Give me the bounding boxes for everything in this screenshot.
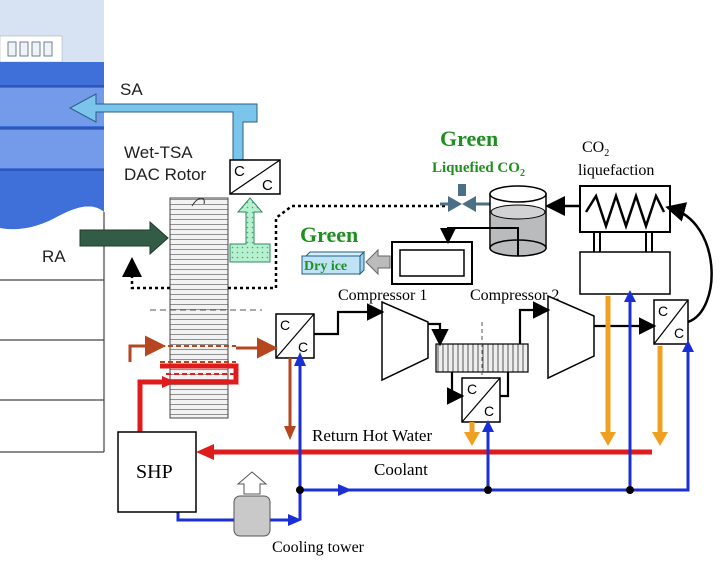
return-hot-water-label: Return Hot Water — [312, 426, 432, 445]
rotor-label-line1: Wet-TSA — [124, 143, 193, 162]
compressor1-label: Compressor 1 — [338, 287, 427, 304]
heat-exchanger-top: C C — [229, 159, 281, 195]
heat-exchanger-mid: C C — [461, 377, 501, 423]
warm-arrow-right — [652, 432, 668, 446]
cloud-edge — [0, 206, 104, 240]
ra-label: RA — [42, 247, 66, 266]
brown-regeneration-flows — [128, 335, 292, 430]
co2-liquefaction-label: CO2 — [582, 139, 609, 159]
gas-flow-lines — [314, 301, 657, 405]
svg-text:C: C — [484, 403, 494, 419]
rooftop-units — [7, 41, 53, 57]
svg-text:C: C — [262, 177, 273, 194]
dry-ice-arrow — [365, 248, 391, 276]
svg-text:C: C — [467, 381, 477, 397]
svg-text:C: C — [234, 163, 245, 180]
sa-label: SA — [120, 80, 143, 99]
hx-to-coil-loop — [665, 202, 713, 324]
warm-arrow-mid — [464, 432, 480, 446]
co2-dotted-line-left — [122, 257, 170, 290]
co2-dotted-line — [228, 204, 448, 290]
hot-water-pipes — [137, 363, 652, 455]
green-air-flow — [229, 197, 271, 263]
coolant-arrow-up-right — [682, 340, 694, 352]
liquefaction-coil — [579, 185, 671, 233]
coolant-junctions — [296, 486, 634, 494]
svg-text:C: C — [658, 303, 668, 319]
rotor-rotation-mark — [191, 197, 205, 207]
return-air-arrow — [79, 220, 169, 256]
heat-exchanger-right: C C — [653, 299, 689, 345]
coolant-label: Coolant — [374, 460, 428, 479]
svg-text:C: C — [674, 325, 684, 341]
green-label-mid: Green — [300, 222, 358, 247]
building-windows — [0, 88, 104, 168]
coolant-arrow-up-mid — [482, 420, 494, 432]
building-lower — [0, 238, 104, 450]
brown-dashed-flows — [160, 345, 236, 363]
coolant-arrow-to-tower — [288, 514, 302, 526]
hot-water-arrow-shp — [196, 444, 214, 460]
building — [0, 0, 105, 453]
green-label-top: Green — [440, 126, 498, 151]
liquefaction-pipes — [593, 232, 653, 252]
cooling-tower — [233, 471, 271, 537]
tank-to-press-line — [440, 227, 519, 256]
coolant-arrow-right — [338, 484, 352, 496]
dac-rotor — [169, 197, 229, 419]
coolant-arrow-up-left — [294, 352, 306, 366]
heat-exchanger-left: C C — [275, 313, 315, 359]
coolant-arrow-up-refrig — [624, 290, 636, 302]
svg-text:C: C — [298, 339, 308, 355]
dry-ice-press — [391, 241, 473, 285]
warm-arrow-refrig — [600, 432, 616, 446]
building-lower-frame — [0, 212, 105, 453]
dry-ice-block — [301, 250, 366, 276]
liquefaction-label: liquefaction — [578, 162, 654, 179]
shp-label: SHP — [136, 461, 173, 483]
shp-unit — [117, 431, 197, 513]
svg-text:C: C — [280, 317, 290, 333]
supply-air-arrow — [68, 93, 258, 161]
building-floor-lines — [0, 85, 104, 171]
brown-arrow-down — [284, 426, 296, 440]
compressor2 — [547, 294, 595, 380]
compressor1 — [381, 300, 429, 382]
dry-ice-label: Dry ice — [304, 259, 347, 274]
valve-icon — [440, 184, 490, 212]
liquefied-co2-label: Liquefied CO2 — [432, 160, 525, 179]
cooling-tower-label: Cooling tower — [272, 539, 365, 556]
rotor-label-line2: DAC Rotor — [124, 165, 207, 184]
compressor2-label: Compressor 2 — [470, 287, 559, 304]
refrigeration-unit — [579, 251, 671, 295]
hot-water-arrow-rotor — [162, 376, 176, 388]
